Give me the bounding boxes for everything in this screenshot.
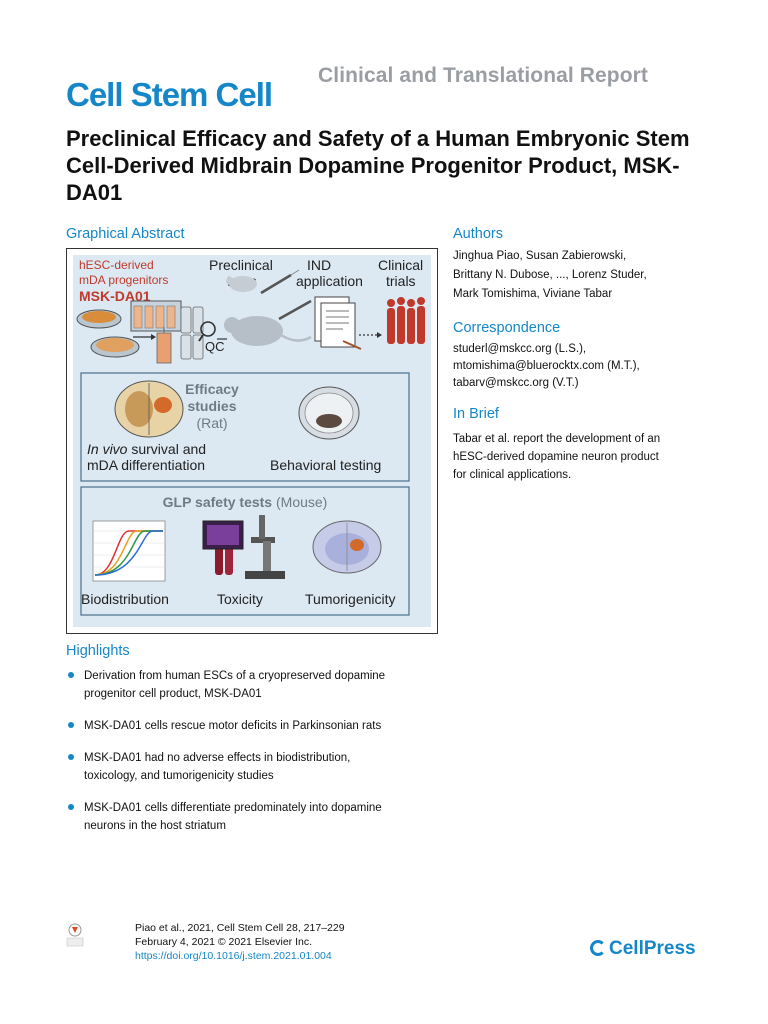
highlight-item: MSK-DA01 had no adverse effects in biodi… <box>66 749 446 785</box>
author-line: Brittany N. Dubose, ..., Lorenz Studer, <box>453 269 647 281</box>
culture-dish-icon <box>76 309 140 358</box>
highlight-line: MSK-DA01 had no adverse effects in biodi… <box>84 752 351 764</box>
highlights-heading: Highlights <box>66 643 130 659</box>
rat-brain-section-icon <box>114 380 184 438</box>
citation-line: Piao et al., 2021, Cell Stem Cell 28, 21… <box>135 922 345 934</box>
tube-icon <box>156 327 172 364</box>
glp-rest: (Mouse) <box>272 494 327 510</box>
highlight-item: Derivation from human ESCs of a cryopres… <box>66 667 446 703</box>
glp-bold: GLP safety tests <box>163 494 273 510</box>
authors-heading: Authors <box>453 226 503 242</box>
highlight-line: neurons in the host striatum <box>84 820 226 832</box>
efficacy-label-1: Efficacy <box>185 381 239 397</box>
label-clinical-1: Clinical <box>378 257 423 273</box>
in-brief-heading: In Brief <box>453 406 499 422</box>
highlight-line: MSK-DA01 cells differentiate predominate… <box>84 802 382 814</box>
pcr-curve-chart-icon <box>92 520 166 582</box>
behavior-cylinder-icon <box>298 386 360 440</box>
efficacy-label-2: studies <box>187 398 236 414</box>
vial-rack-icon <box>130 300 182 332</box>
mouse-icon <box>226 276 257 292</box>
highlight-line: progenitor cell product, MSK-DA01 <box>84 688 262 700</box>
citation-block: Piao et al., 2021, Cell Stem Cell 28, 21… <box>135 921 345 963</box>
correspondence-email[interactable]: tabarv@mskcc.org (V.T.) <box>453 377 579 389</box>
syringe-icon-2 <box>278 299 312 321</box>
tumorigenicity-label: Tumorigenicity <box>305 591 396 607</box>
mouse-brain-section-icon <box>312 520 382 574</box>
label-hesc: hESC-derived <box>79 258 154 272</box>
label-clinical-2: trials <box>386 273 416 289</box>
journal-name: Cell Stem Cell <box>66 76 273 113</box>
cellpress-logo[interactable]: CellPress <box>590 938 696 960</box>
vial-cluster-icon <box>180 306 204 360</box>
dotted-arrow-icon <box>359 332 382 338</box>
graphical-abstract-heading: Graphical Abstract <box>66 226 185 242</box>
bullet-icon <box>68 672 74 678</box>
highlight-item: MSK-DA01 cells differentiate predominate… <box>66 799 446 835</box>
in-brief-line: hESC-derived dopamine neuron product <box>453 451 659 463</box>
highlight-item: MSK-DA01 cells rescue motor deficits in … <box>66 717 446 735</box>
glp-label: GLP safety tests (Mouse) <box>163 494 328 510</box>
highlight-line: Derivation from human ESCs of a cryopres… <box>84 670 386 682</box>
author-line: Jinghua Piao, Susan Zabierowski, <box>453 250 627 262</box>
article-type: Clinical and Translational Report <box>318 64 649 87</box>
mda-diff-label: mDA differentiation <box>87 457 205 473</box>
bullet-icon <box>68 804 74 810</box>
highlight-line: toxicology, and tumorigenicity studies <box>84 770 274 782</box>
in-brief-line: Tabar et al. report the development of a… <box>453 433 661 445</box>
citation-date: February 4, 2021 © 2021 Elsevier Inc. <box>135 936 312 948</box>
invivo-italic: In vivo <box>87 441 128 457</box>
microscope-icon <box>245 515 285 579</box>
rat-icon <box>224 316 312 346</box>
graphical-abstract-figure: hESC-derived mDA progenitors MSK-DA01 Pr… <box>66 248 438 634</box>
doi-link[interactable]: https://doi.org/10.1016/j.stem.2021.01.0… <box>135 950 332 962</box>
correspondence-list: studerl@mskcc.org (L.S.), mtomishima@blu… <box>453 341 733 392</box>
authors-list: Jinghua Piao, Susan Zabierowski, Brittan… <box>453 247 733 304</box>
in-brief-line: for clinical applications. <box>453 469 572 481</box>
article-title: Preclinical Efficacy and Safety of a Hum… <box>66 126 690 205</box>
label-product: MSK-DA01 <box>79 288 151 304</box>
arrow-icon <box>133 334 156 340</box>
correspondence-email[interactable]: studerl@mskcc.org (L.S.), <box>453 343 587 355</box>
analyzer-monitor-icon <box>202 520 244 550</box>
patients-icon <box>387 297 425 344</box>
invivo-label: In vivo survival and <box>87 441 206 457</box>
in-brief-text: Tabar et al. report the development of a… <box>453 430 713 484</box>
highlight-line: MSK-DA01 cells rescue motor deficits in … <box>84 720 382 732</box>
cellpress-logo-icon <box>590 940 606 956</box>
bullet-icon <box>68 754 74 760</box>
bullet-icon <box>68 722 74 728</box>
magnifier-icon <box>198 321 216 342</box>
invivo-rest: survival and <box>127 441 206 457</box>
label-mda: mDA progenitors <box>79 273 168 287</box>
label-qc: QC <box>205 339 225 354</box>
correspondence-heading: Correspondence <box>453 320 561 336</box>
publisher-name: CellPress <box>609 938 696 959</box>
toxicity-label: Toxicity <box>217 591 263 607</box>
highlights-list: Derivation from human ESCs of a cryopres… <box>66 667 446 849</box>
label-ind-2: application <box>296 273 363 289</box>
efficacy-label-3: (Rat) <box>196 415 227 431</box>
label-ind-1: IND <box>307 257 331 273</box>
correspondence-email[interactable]: mtomishima@bluerocktx.com (M.T.), <box>453 360 640 372</box>
behavioral-label: Behavioral testing <box>270 457 381 473</box>
label-preclinical-1: Preclinical <box>209 257 273 273</box>
biodistribution-label: Biodistribution <box>81 591 169 607</box>
document-stack-icon <box>314 296 362 350</box>
author-line: Mark Tomishima, Viviane Tabar <box>453 288 613 300</box>
check-for-updates-icon[interactable] <box>66 922 84 948</box>
syringe-icon <box>260 269 300 295</box>
